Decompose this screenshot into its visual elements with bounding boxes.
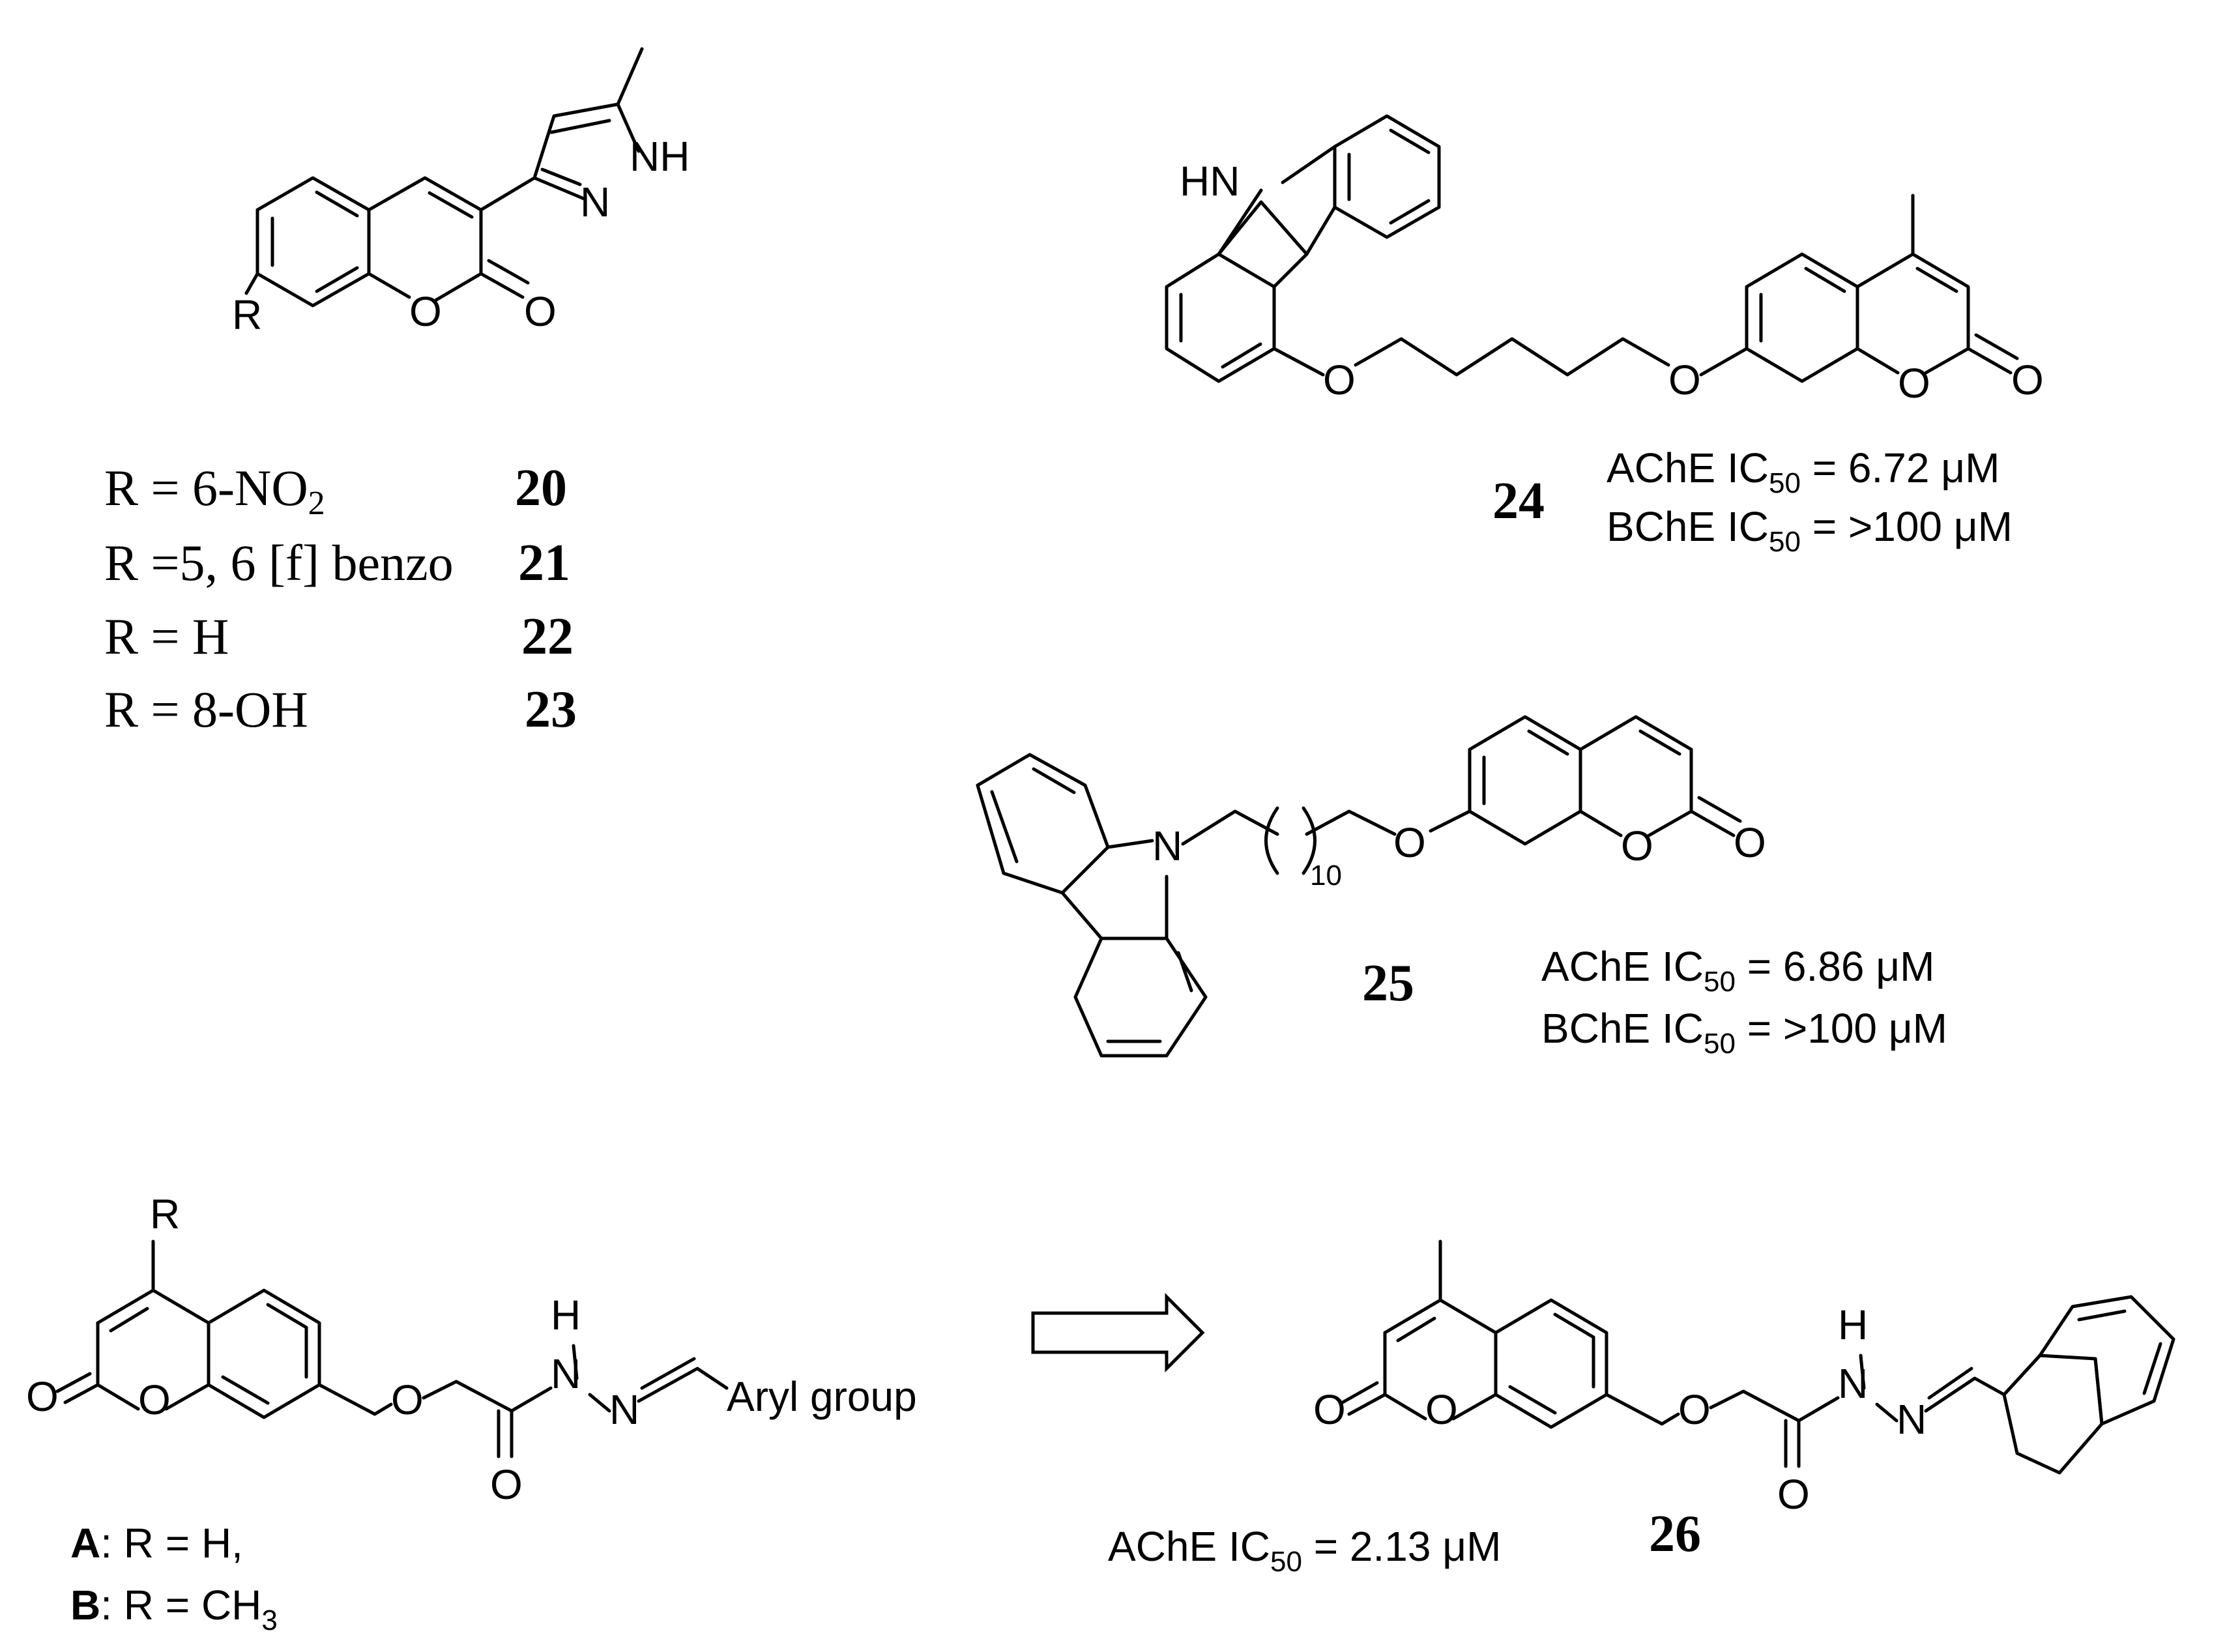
chain-repeat-count: 10 (1310, 860, 1342, 891)
ring-oxygen: O (1898, 360, 1930, 407)
hydrazide-n: N (551, 1350, 581, 1397)
series-a-label: A: R = H, (70, 1520, 243, 1567)
ache-ic50-26: AChE IC50 = 2.13 μM (1108, 1523, 1501, 1578)
ether-oxygen: O (391, 1376, 424, 1423)
compound-id-25: 25 (1362, 955, 1414, 1012)
substituent-table: R = 6-NO2 20 R =5, 6 [f] benzo 21 R = H … (104, 459, 577, 738)
table-row-r: R = 6-NO2 (104, 459, 325, 522)
hydrazide-n: N (1838, 1360, 1868, 1407)
compound-id-24: 24 (1492, 472, 1545, 530)
carbazole-n: N (1152, 822, 1182, 869)
compound-id-22: 22 (521, 608, 574, 665)
compound-id-20: 20 (515, 459, 567, 517)
table-row-r: R =5, 6 [f] benzo (104, 534, 454, 591)
ring-oxygen: O (1621, 822, 1653, 869)
compound-26-structure: O O O O H N N (1313, 1239, 2175, 1518)
aryl-group-label: Aryl group (727, 1373, 917, 1420)
imine-n: N (609, 1386, 639, 1433)
compound-25-structure: N 10 O O O (976, 715, 1766, 1058)
carbonyl-oxygen: O (2011, 356, 2044, 403)
amide-oxygen: O (1777, 1471, 1810, 1518)
series-b-label: B: R = CH3 (70, 1582, 278, 1636)
pyrazole-nh: NH (630, 133, 690, 180)
carbonyl-oxygen: O (1734, 819, 1766, 866)
hydrazide-h: H (551, 1292, 581, 1339)
amide-oxygen: O (490, 1461, 523, 1508)
ring-oxygen: O (409, 288, 442, 335)
compound-24-structure: HN O O O O (1165, 114, 2044, 407)
table-row-r: R = 8-OH (104, 681, 308, 738)
ache-ic50-25: AChE IC50 = 6.86 μM (1541, 943, 1934, 998)
coumarin-pyrazole-structure: O O N NH R (232, 47, 690, 338)
pyrazole-n: N (580, 179, 610, 225)
hydrazide-h: H (1838, 1301, 1868, 1348)
ring-oxygen: O (1425, 1386, 1458, 1433)
compound-id-21: 21 (518, 534, 570, 592)
reaction-arrow (1031, 1292, 1205, 1373)
compound-id-23: 23 (525, 681, 577, 738)
r-substituent: R (150, 1191, 180, 1238)
r-substituent: R (232, 291, 262, 338)
bche-ic50-24: BChE IC50 = >100 μM (1607, 503, 2013, 558)
ether-oxygen: O (1323, 356, 1356, 403)
table-row-r: R = H (104, 608, 229, 665)
compound-id-26: 26 (1649, 1505, 1701, 1563)
ether-oxygen: O (1668, 356, 1701, 403)
carbonyl-oxygen: O (524, 288, 557, 335)
carbazole-nh: HN (1180, 158, 1240, 205)
ether-oxygen: O (1393, 819, 1426, 866)
ring-oxygen: O (138, 1376, 171, 1423)
imine-n: N (1897, 1396, 1927, 1443)
carbonyl-oxygen: O (26, 1373, 59, 1420)
ache-ic50-24: AChE IC50 = 6.72 μM (1607, 444, 2000, 499)
series-ab-structure: R O O O O H N N (26, 1191, 729, 1508)
bche-ic50-25: BChE IC50 = >100 μM (1541, 1005, 1947, 1060)
carbonyl-oxygen: O (1313, 1386, 1346, 1433)
ether-oxygen: O (1678, 1386, 1711, 1433)
